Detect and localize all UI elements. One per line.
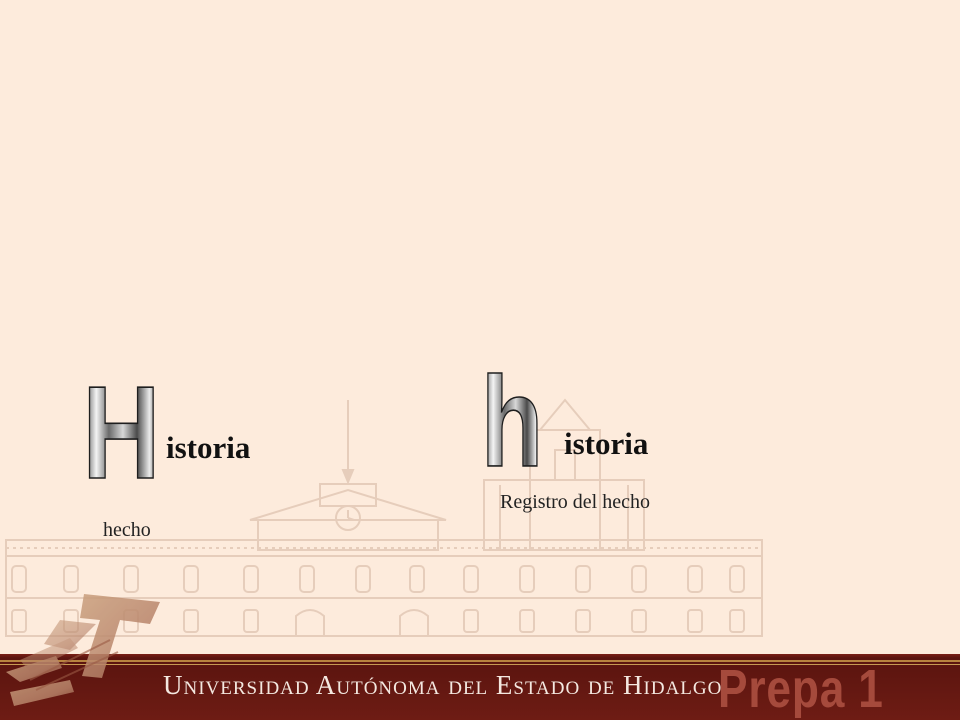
big-letter-h-lower: h bbox=[484, 364, 540, 474]
left-caption: hecho bbox=[103, 519, 151, 541]
big-letter-h-upper-glyph: H bbox=[82, 366, 160, 490]
university-name: Universidad Autónoma del Estado de Hidal… bbox=[163, 670, 723, 700]
right-caption: Registro del hecho bbox=[500, 491, 650, 513]
left-word: istoria bbox=[166, 430, 251, 465]
footer-band: Universidad Autónoma del Estado de Hidal… bbox=[0, 654, 960, 720]
university-building-watermark bbox=[5, 398, 763, 637]
uaeh-logo bbox=[6, 594, 160, 706]
right-word: istoria bbox=[564, 426, 649, 461]
footer-gold-line-2 bbox=[0, 664, 960, 665]
big-letter-h-upper: H bbox=[82, 366, 161, 490]
big-letter-h-lower-glyph: h bbox=[484, 364, 540, 474]
prepa-label: Prepa 1 bbox=[718, 659, 884, 719]
footer-gold-line bbox=[0, 660, 960, 662]
